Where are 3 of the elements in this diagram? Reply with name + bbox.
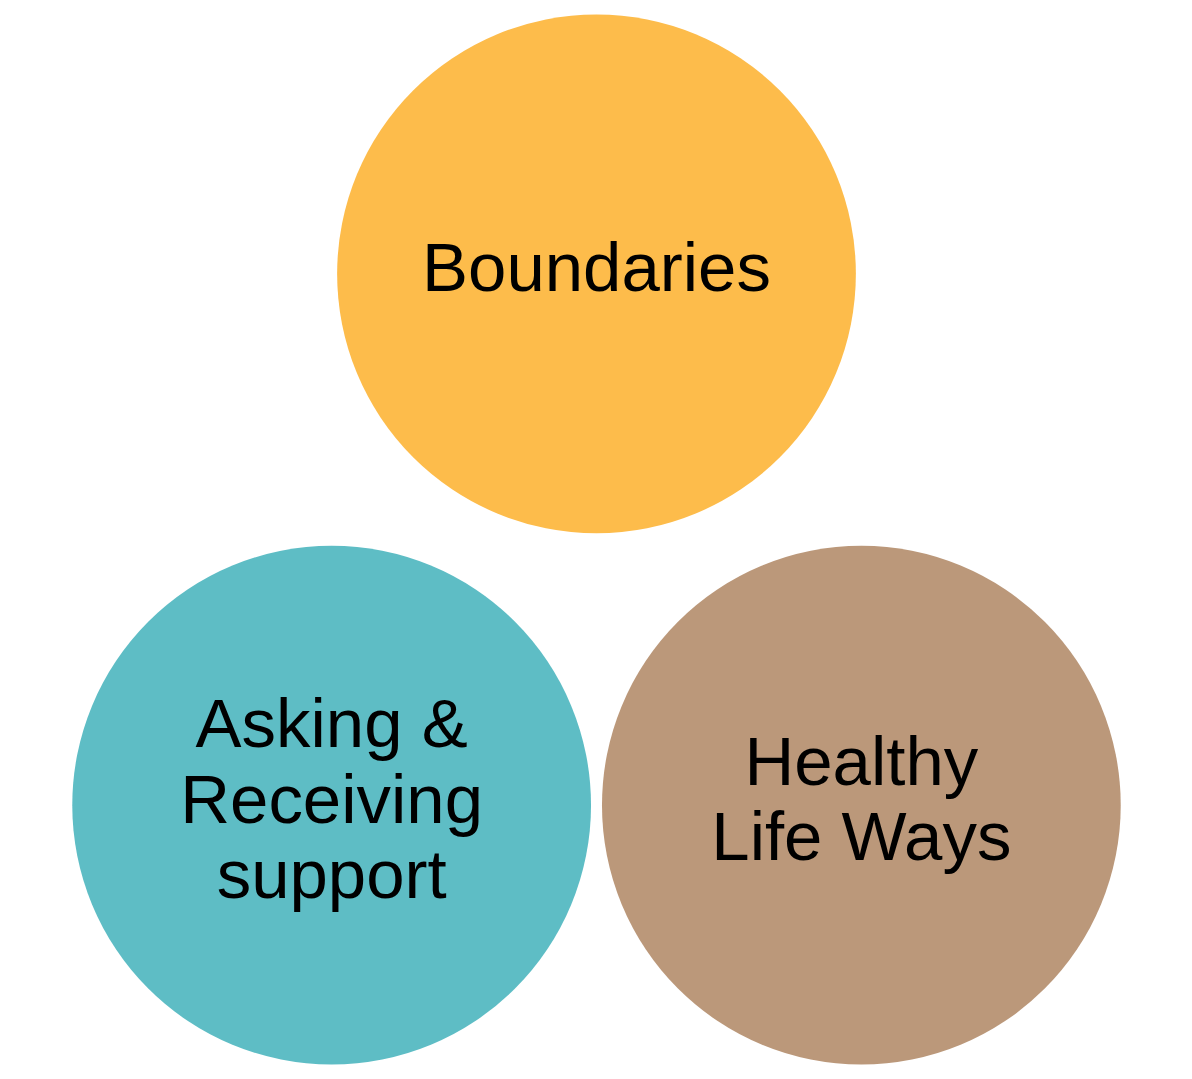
- node-circle: Healthy Life Ways: [601, 545, 1121, 1065]
- node-circle: Boundaries: [336, 14, 856, 534]
- node-circle: Asking & Receiving support: [71, 545, 591, 1065]
